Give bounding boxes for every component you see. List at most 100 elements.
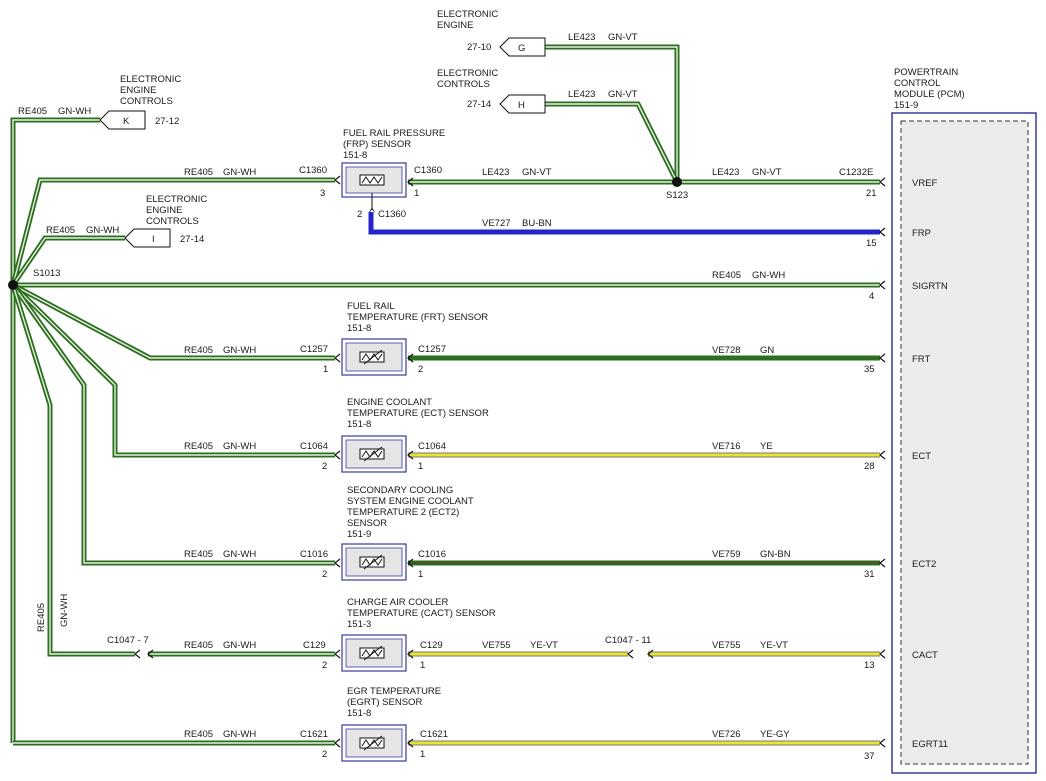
wire-ve727 [368,212,880,235]
inline-connector-c1047-7: C1047 - 7 [107,635,149,646]
svg-text:VE726: VE726 [712,729,741,740]
pcm-pin-frt: FRT [912,354,930,365]
svg-text:YE-VT: YE-VT [760,640,788,651]
svg-text:SENSOR: SENSOR [347,518,387,529]
svg-text:151-8: 151-8 [347,708,371,719]
svg-text:151-8: 151-8 [343,150,367,161]
svg-text:ENGINE: ENGINE [146,205,182,216]
svg-text:RE405: RE405 [184,549,213,560]
pcm-pin-frp: FRP [912,228,931,239]
splice-s123-label: S123 [666,190,688,201]
svg-text:2: 2 [322,461,327,472]
svg-text:C129: C129 [420,640,443,651]
svg-text:RE405: RE405 [712,270,741,281]
svg-text:1: 1 [418,461,423,472]
sensor-ect2: SECONDARY COOLING SYSTEM ENGINE COOLANT … [300,485,474,581]
svg-text:CONTROLS: CONTROLS [146,216,199,227]
ec-ref-i: ELECTRONIC ENGINE CONTROLS I 27-14 RE405… [46,194,207,248]
pcm-title-2: CONTROL [894,78,940,89]
svg-text:TEMPERATURE 2 (ECT2): TEMPERATURE 2 (ECT2) [347,507,459,518]
pcm-pin-cact: CACT [912,650,938,661]
pcm-pin-egrt11: EGRT11 [912,739,948,750]
svg-text:15: 15 [866,238,877,249]
svg-text:GN-WH: GN-WH [223,345,256,356]
svg-text:BU-BN: BU-BN [522,218,552,229]
svg-text:C1257: C1257 [300,344,328,355]
pcm-pin-vref: VREF [912,178,938,189]
svg-text:GN-WH: GN-WH [223,549,256,560]
svg-text:(EGRT) SENSOR: (EGRT) SENSOR [347,697,422,708]
svg-text:CONTROLS: CONTROLS [437,79,490,90]
svg-text:SECONDARY COOLING: SECONDARY COOLING [347,485,453,496]
svg-text:C1016: C1016 [418,549,446,560]
svg-text:1: 1 [414,188,419,199]
svg-text:GN-WH: GN-WH [223,167,256,178]
svg-text:RE405: RE405 [46,225,75,236]
splice-s1013-dot [8,280,18,290]
svg-text:C1360: C1360 [414,165,442,176]
svg-text:VE755: VE755 [712,640,741,651]
svg-text:GN: GN [760,345,774,356]
svg-text:GN-WH: GN-WH [58,106,91,117]
svg-text:13: 13 [864,660,875,671]
splice-s123-dot [672,177,682,187]
svg-text:ENGINE COOLANT: ENGINE COOLANT [347,397,432,408]
ec-ref-g: ELECTRONIC ENGINE 27-10 G LE423 GN-VT [437,9,638,57]
re405-bus: S1013 [8,117,880,746]
svg-text:GN-WH: GN-WH [223,729,256,740]
svg-text:ELECTRONIC: ELECTRONIC [146,194,207,205]
svg-text:EGR TEMPERATURE: EGR TEMPERATURE [347,686,441,697]
svg-text:YE: YE [760,441,773,452]
pcm-pin-sigrtn: SIGRTN [912,281,948,292]
wire-labels: RE405 GN-WH LE423 GN-VT LE423 GN-VT C123… [36,167,873,740]
svg-text:ELECTRONIC: ELECTRONIC [120,74,181,85]
svg-text:RE405: RE405 [184,167,213,178]
svg-text:CONTROLS: CONTROLS [120,96,173,107]
svg-text:ENGINE: ENGINE [120,85,156,96]
svg-text:GN-VT: GN-VT [522,167,552,178]
svg-text:C1064: C1064 [418,441,446,452]
svg-text:C1621: C1621 [420,729,448,740]
ec-ref-h-code: 27-14 [467,99,491,110]
svg-text:LE423: LE423 [568,32,595,43]
svg-text:TEMPERATURE (ECT) SENSOR: TEMPERATURE (ECT) SENSOR [347,408,489,419]
svg-text:35: 35 [864,364,875,375]
svg-text:2: 2 [322,660,327,671]
svg-text:VE716: VE716 [712,441,741,452]
svg-text:3: 3 [320,188,325,199]
ec-ref-i-code: 27-14 [180,234,204,245]
svg-text:31: 31 [864,569,875,580]
svg-text:VE759: VE759 [712,549,741,560]
svg-text:4: 4 [869,291,874,302]
svg-text:VE728: VE728 [712,345,741,356]
pcm-title-3: MODULE (PCM) [894,89,965,100]
svg-text:C1064: C1064 [300,441,328,452]
svg-text:TEMPERATURE (FRT) SENSOR: TEMPERATURE (FRT) SENSOR [347,312,488,323]
svg-text:LE423: LE423 [482,167,509,178]
svg-text:2: 2 [357,209,362,220]
svg-text:1: 1 [420,749,425,760]
svg-text:GN-WH: GN-WH [223,640,256,651]
sensor-frp: FUEL RAIL PRESSURE (FRP) SENSOR 151-8 C1… [299,128,445,220]
svg-text:2: 2 [322,749,327,760]
svg-text:RE405: RE405 [184,729,213,740]
svg-text:RE405: RE405 [184,345,213,356]
pcm-ref: 151-9 [894,100,918,111]
svg-text:ELECTRONIC: ELECTRONIC [437,9,498,20]
pcm-pin-ect2: ECT2 [912,559,936,570]
svg-text:GN-BN: GN-BN [760,549,791,560]
svg-text:ELECTRONIC: ELECTRONIC [437,68,498,79]
splice-s1013-label: S1013 [33,268,60,279]
sensor-cact: CHARGE AIR COOLER TEMPERATURE (CACT) SEN… [303,597,496,672]
pcm-connector-label: C1232E [839,167,873,178]
svg-text:1: 1 [418,569,423,580]
svg-text:SYSTEM ENGINE COOLANT: SYSTEM ENGINE COOLANT [347,496,474,507]
svg-text:ENGINE: ENGINE [437,20,473,31]
pcm-title-1: POWERTRAIN [894,67,958,78]
svg-text:1: 1 [420,660,425,671]
ec-ref-k-letter: K [123,116,130,127]
svg-text:RE405: RE405 [184,441,213,452]
svg-text:37: 37 [864,751,875,762]
svg-text:VE727: VE727 [482,218,511,229]
ec-ref-g-code: 27-10 [467,42,491,53]
